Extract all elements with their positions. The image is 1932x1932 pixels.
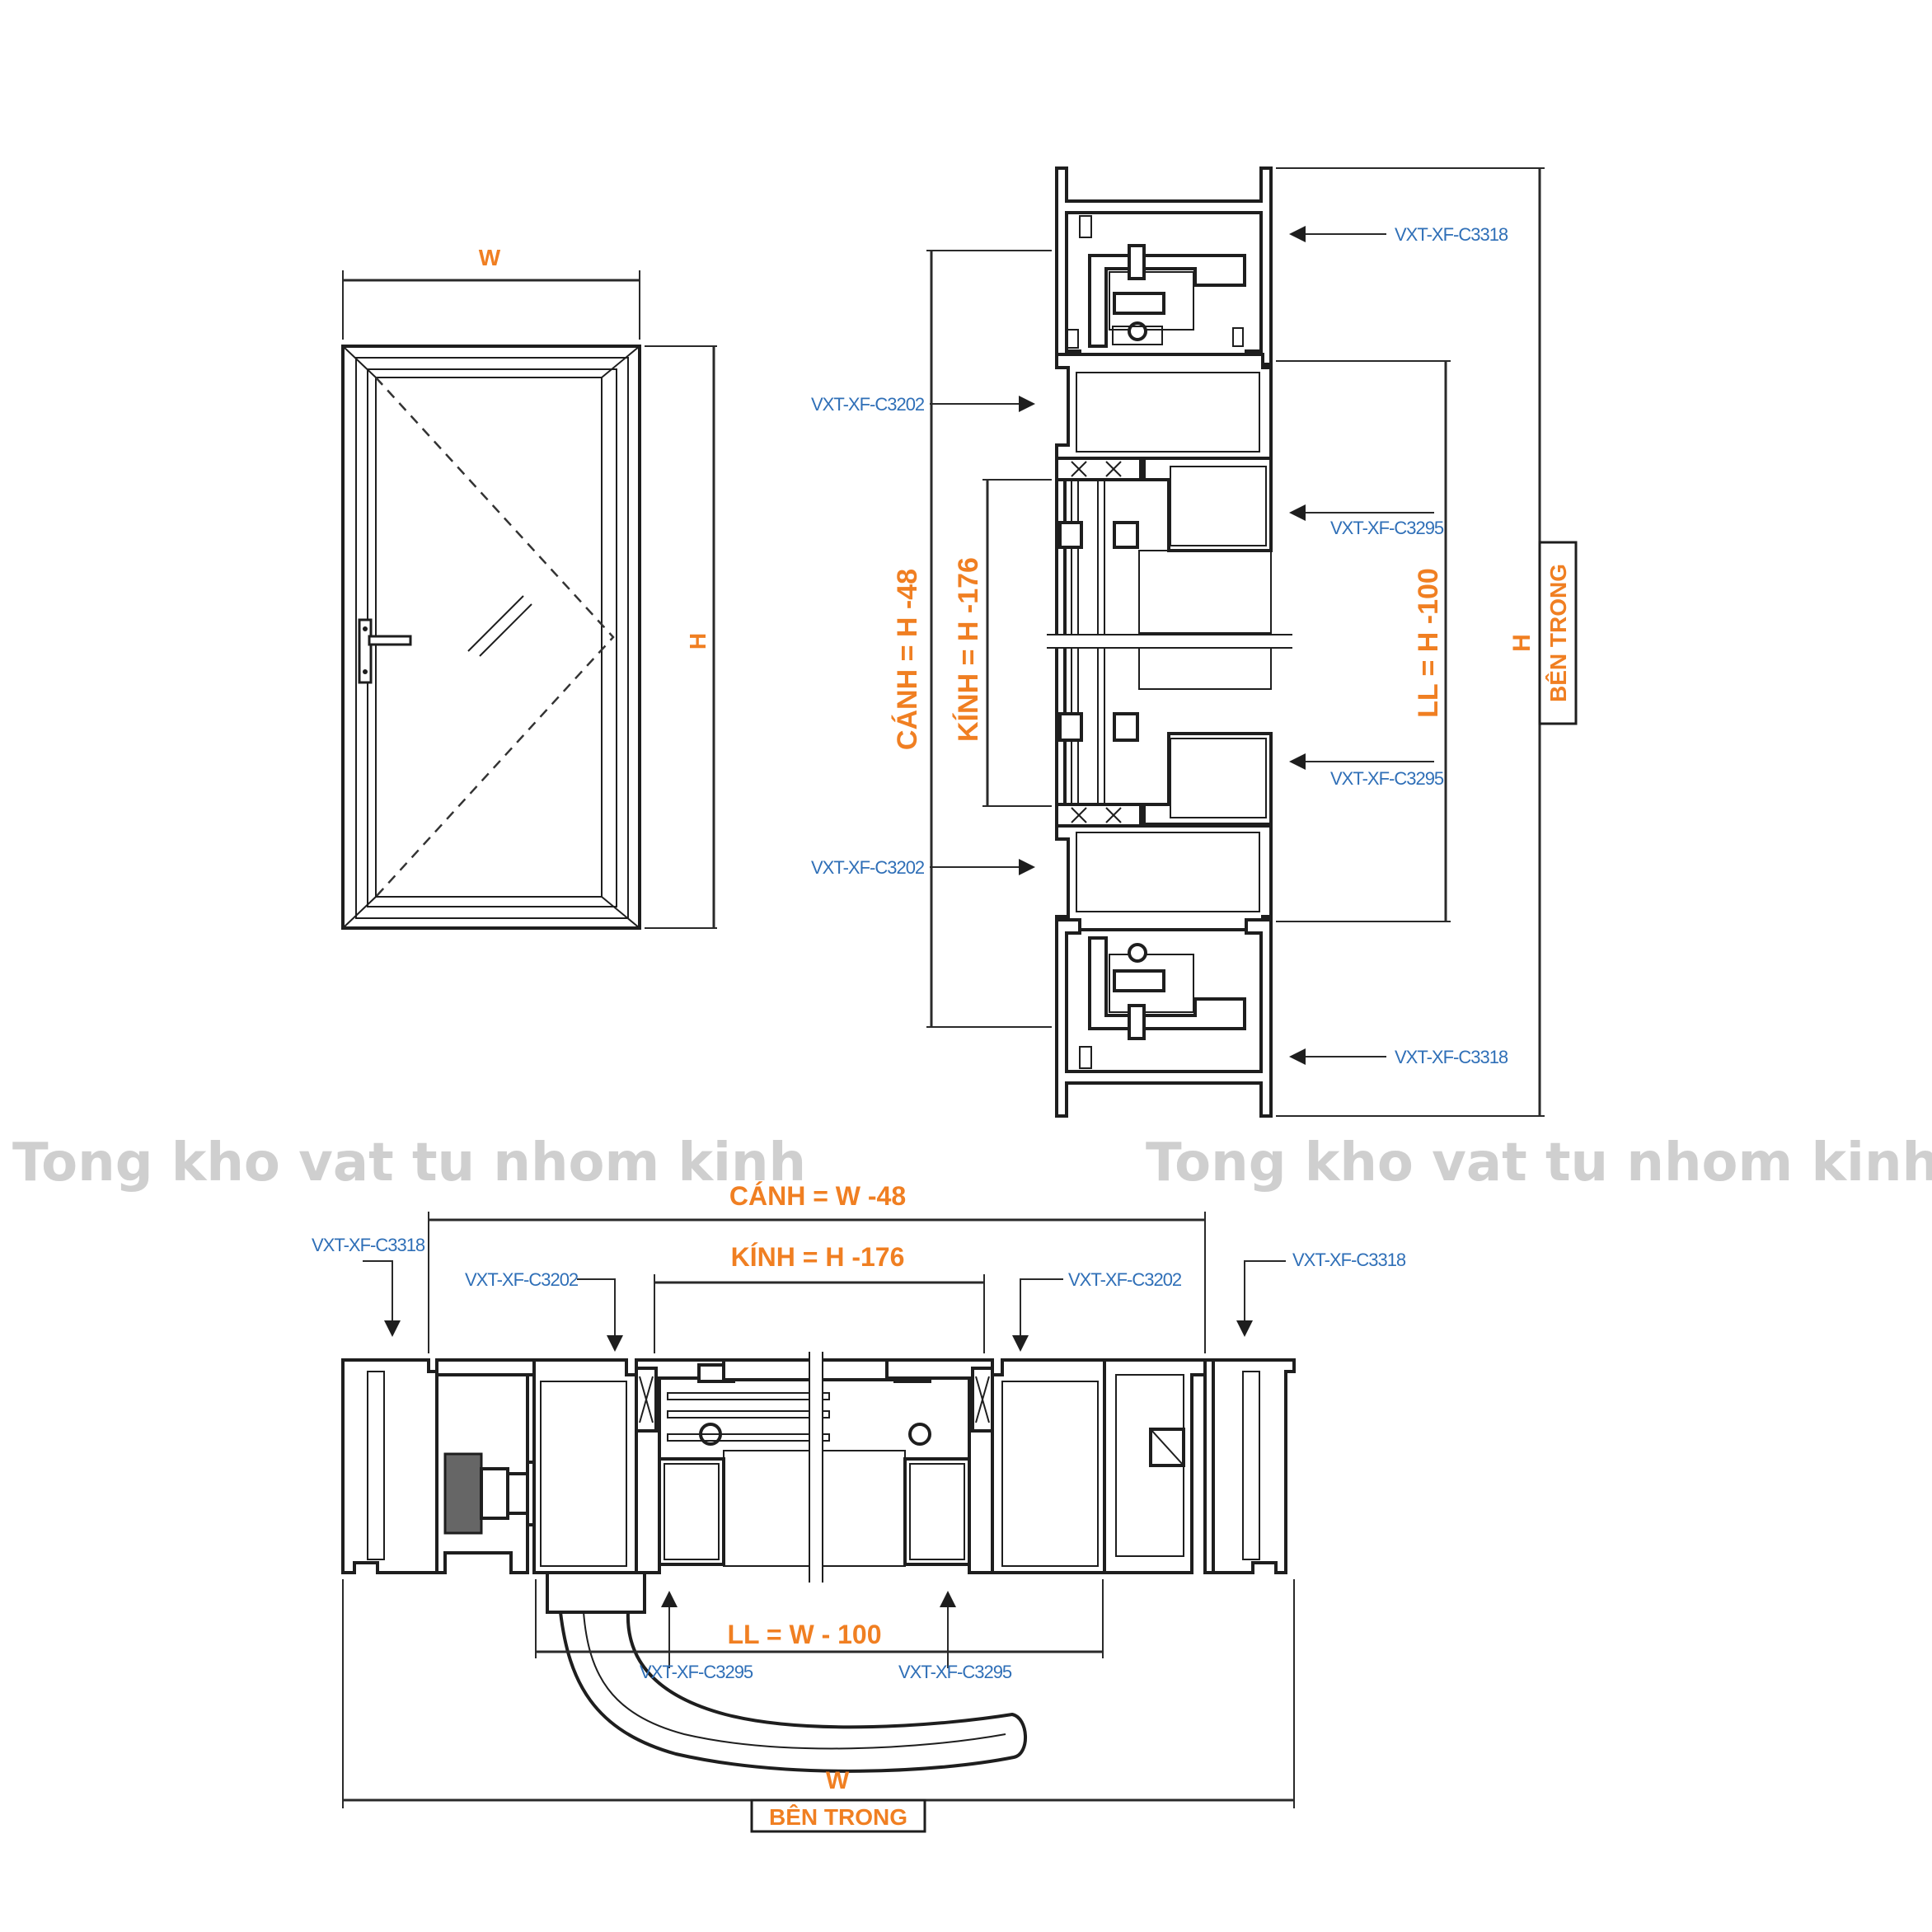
code-top-bead: VXT-XF-C3295 (1330, 518, 1444, 538)
glass-glint-icon (467, 595, 524, 652)
vertical-ll-label: LL = H -100 (1413, 568, 1444, 718)
horizontal-overall-width-label: W (826, 1767, 850, 1794)
vertical-kinh-label: KÍNH = H -176 (953, 557, 984, 742)
code-right-bead: VXT-XF-C3295 (898, 1662, 1012, 1682)
horizontal-kinh-label: KÍNH = H -176 (731, 1242, 905, 1272)
bottom-frame-profile (1055, 918, 1273, 1118)
right-sash-profile (991, 1358, 1106, 1574)
vertical-section: H BÊN TRONG LL = H -100 CÁNH = H -48 KÍN… (811, 166, 1578, 1118)
door-sash-outer (355, 357, 629, 919)
horizontal-inside-label: BÊN TRONG (769, 1804, 907, 1830)
vertical-inside-label: BÊN TRONG (1545, 564, 1571, 702)
code-right-sash: VXT-XF-C3202 (1068, 1269, 1182, 1290)
lever-handle-icon (546, 1571, 1027, 1773)
code-bottom-sash: VXT-XF-C3202 (811, 857, 925, 878)
bottom-bead-profile (1142, 732, 1273, 826)
horizontal-canh-label: CÁNH = W -48 (729, 1181, 906, 1211)
code-top-frame: VXT-XF-C3318 (1395, 224, 1508, 245)
code-right-frame: VXT-XF-C3318 (1292, 1250, 1406, 1270)
code-top-sash: VXT-XF-C3202 (811, 394, 925, 415)
horizontal-section: CÁNH = W -48 KÍNH = H -176 LL = W - 100 … (312, 1181, 1407, 1833)
code-bottom-bead: VXT-XF-C3295 (1330, 768, 1444, 789)
top-sash-profile (1055, 353, 1273, 460)
horizontal-ll-label: LL = W - 100 (727, 1620, 881, 1649)
right-frame-profile (1212, 1358, 1296, 1574)
inside-side-box (1538, 541, 1578, 725)
left-bead-profile (658, 1457, 725, 1566)
elevation-height-label: H (685, 633, 710, 649)
watermark-left: Tong kho vat tu nhom kinh (12, 1132, 806, 1193)
horizontal-inside-box (750, 1798, 926, 1833)
code-left-bead: VXT-XF-C3295 (640, 1662, 753, 1682)
door-handle-icon (358, 618, 412, 684)
code-left-frame: VXT-XF-C3318 (312, 1235, 425, 1255)
opening-direction-lines (375, 377, 615, 898)
left-sash-profile (532, 1358, 638, 1574)
vertical-canh-label: CÁNH = H -48 (892, 569, 923, 750)
left-hinge-block-icon (443, 1452, 483, 1535)
watermark-right: Tong kho vat tu nhom kinh (1146, 1132, 1932, 1193)
code-left-sash: VXT-XF-C3202 (465, 1269, 579, 1290)
section-overall-height-label: H (1508, 634, 1536, 652)
elevation-width-label: W (479, 245, 501, 270)
left-frame-profile (341, 1358, 438, 1574)
top-bead-profile (1142, 457, 1273, 552)
right-bead-profile (903, 1457, 971, 1566)
bottom-sash-profile (1055, 824, 1273, 931)
code-bottom-frame: VXT-XF-C3318 (1395, 1047, 1508, 1067)
door-elevation: W H (341, 245, 717, 930)
